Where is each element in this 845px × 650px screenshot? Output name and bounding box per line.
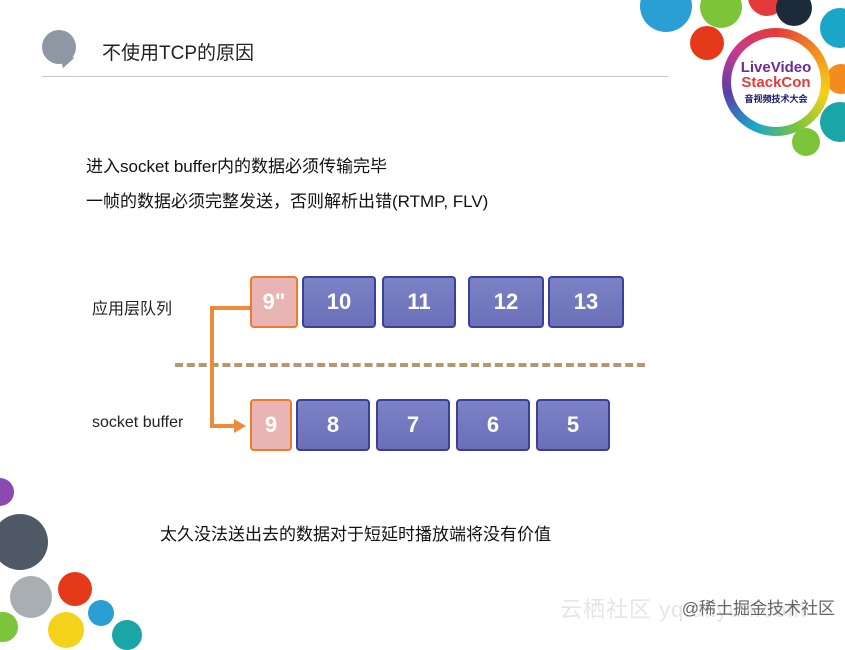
decor-circle <box>0 478 14 506</box>
socket-buffer-label: socket buffer <box>92 414 184 431</box>
conference-logo-text: LiveVideo StackCon 音视频技术大会 <box>731 37 821 127</box>
arrow-connector <box>210 424 236 428</box>
app-queue-packet: 11 <box>382 276 456 328</box>
app-queue-packet: 12 <box>468 276 544 328</box>
decor-circle <box>792 128 820 156</box>
header-divider <box>42 76 668 77</box>
decor-circle <box>820 102 845 142</box>
decor-circle <box>112 620 142 650</box>
socket-buffer-packet: 5 <box>536 399 610 451</box>
decor-circle <box>10 576 52 618</box>
arrow-connector <box>210 306 250 310</box>
socket-buffer-packet: 8 <box>296 399 370 451</box>
arrow-connector <box>210 306 214 428</box>
app-queue-label: 应用层队列 <box>92 301 173 318</box>
socket-buffer-packet: 6 <box>456 399 530 451</box>
decor-circle <box>58 572 92 606</box>
decor-circle <box>776 0 812 26</box>
decor-circle <box>640 0 692 32</box>
decor-circle <box>700 0 742 28</box>
app-queue-packet: 9" <box>250 276 298 328</box>
decor-circle <box>826 64 845 94</box>
body-line-2: 一帧的数据必须完整发送，否则解析出错(RTMP, FLV) <box>86 192 489 211</box>
app-queue-packet: 10 <box>302 276 376 328</box>
decor-circle <box>0 514 48 570</box>
decor-circle <box>690 26 724 60</box>
decor-circle <box>820 8 845 48</box>
conclusion-text: 太久没法送出去的数据对于短延时播放端将没有价值 <box>160 525 551 544</box>
speech-bubble-icon <box>42 30 76 64</box>
app-queue-packet: 13 <box>548 276 624 328</box>
decor-circle <box>48 612 84 648</box>
decor-circle <box>0 612 18 642</box>
socket-buffer-packet: 9 <box>250 399 292 451</box>
decor-circle <box>88 600 114 626</box>
page-title: 不使用TCP的原因 <box>102 43 255 64</box>
body-line-1: 进入socket buffer内的数据必须传输完毕 <box>86 157 388 176</box>
watermark-background: 云栖社区 yq.aliyun.com <box>560 597 807 622</box>
arrow-right-icon <box>234 419 246 433</box>
socket-buffer-packet: 7 <box>376 399 450 451</box>
layer-divider <box>175 363 645 367</box>
watermark: @稀土掘金技术社区 <box>681 599 835 618</box>
